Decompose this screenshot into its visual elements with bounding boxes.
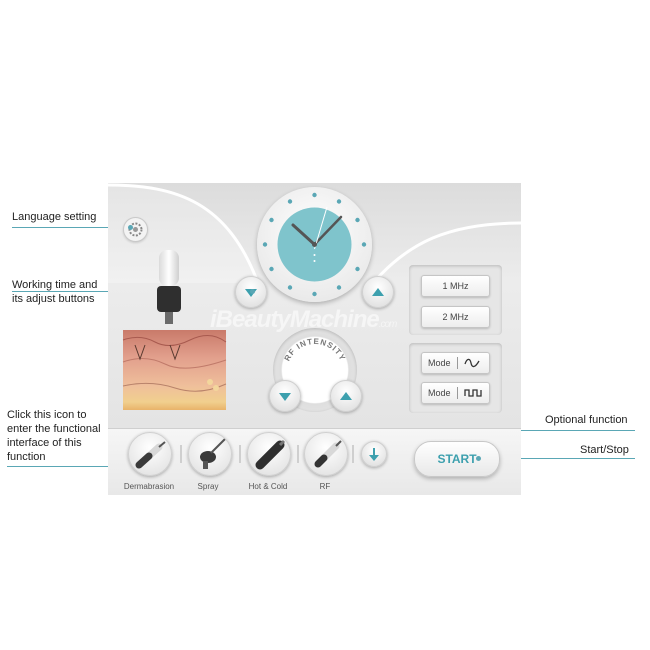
click-icon-label-1: Click this icon to bbox=[7, 409, 87, 421]
start-button[interactable]: START bbox=[414, 441, 500, 477]
gear-icon bbox=[128, 222, 143, 237]
square-wave-icon bbox=[463, 389, 482, 397]
spray-button[interactable] bbox=[188, 432, 232, 476]
freq-1mhz-button[interactable]: 1 MHz bbox=[421, 275, 490, 297]
up-arrow-icon bbox=[340, 392, 352, 400]
mode-label: Mode bbox=[428, 358, 451, 368]
leader-dot bbox=[250, 289, 255, 294]
rf-handpiece-icon bbox=[314, 440, 342, 468]
working-time-label-2: its adjust buttons bbox=[12, 293, 95, 305]
watermark: iBeautyMachine.com bbox=[210, 306, 397, 333]
rf-intensity-text-ring: RF INTENSITY bbox=[283, 337, 348, 363]
divider bbox=[456, 387, 458, 399]
separator bbox=[180, 445, 182, 463]
separator bbox=[297, 445, 299, 463]
hot-cold-button[interactable] bbox=[247, 432, 291, 476]
separator bbox=[239, 445, 241, 463]
rf-increase-button[interactable] bbox=[330, 380, 362, 412]
language-setting-label: Language setting bbox=[12, 211, 97, 223]
spray-label: Spray bbox=[197, 482, 219, 491]
dermabrasion-button[interactable] bbox=[128, 432, 172, 476]
mode-label: Mode bbox=[428, 388, 451, 398]
mode-sine-button[interactable]: Mode bbox=[421, 352, 490, 374]
click-icon-label-2: enter the functional bbox=[7, 423, 101, 435]
clock-icon bbox=[262, 192, 367, 297]
language-setting-button[interactable] bbox=[123, 217, 148, 242]
freq-2mhz-button[interactable]: 2 MHz bbox=[421, 306, 490, 328]
mode-square-button[interactable]: Mode bbox=[421, 382, 490, 404]
start-stop-label: Start/Stop bbox=[580, 444, 629, 456]
click-icon-label-3: interface of this bbox=[7, 437, 82, 449]
leader-dot bbox=[476, 456, 481, 461]
working-time-label-1: Working time and bbox=[12, 279, 98, 291]
rf-decrease-button[interactable] bbox=[269, 380, 301, 412]
optional-function-button[interactable] bbox=[361, 441, 387, 467]
dermabrasion-label: Dermabrasion bbox=[123, 482, 175, 491]
separator bbox=[352, 445, 354, 463]
dermabrasion-handpiece-icon bbox=[135, 441, 166, 469]
rf-label: RF bbox=[319, 482, 331, 491]
divider bbox=[456, 357, 458, 369]
svg-text:RF INTENSITY: RF INTENSITY bbox=[283, 337, 348, 363]
working-time-clock bbox=[257, 187, 372, 302]
time-increase-button[interactable] bbox=[362, 276, 394, 308]
optional-function-label: Optional function bbox=[545, 414, 628, 426]
panel-arc-decoration bbox=[108, 183, 521, 284]
hot-cold-handpiece-icon bbox=[255, 439, 286, 470]
click-icon-label-4: function bbox=[7, 451, 46, 463]
down-arrow-icon bbox=[279, 393, 291, 401]
skin-illustration bbox=[122, 250, 227, 410]
hot-cold-label: Hot & Cold bbox=[248, 482, 288, 491]
down-arrow-icon bbox=[369, 448, 379, 461]
rf-intensity-label: RF INTENSITY bbox=[283, 337, 347, 363]
rf-button[interactable] bbox=[304, 432, 348, 476]
start-stop-leader-line bbox=[478, 458, 635, 459]
sine-wave-icon bbox=[463, 358, 480, 368]
up-arrow-icon bbox=[372, 288, 384, 296]
leader-dot bbox=[128, 225, 133, 230]
spray-gun-icon bbox=[200, 436, 228, 469]
language-leader-line bbox=[12, 227, 130, 228]
